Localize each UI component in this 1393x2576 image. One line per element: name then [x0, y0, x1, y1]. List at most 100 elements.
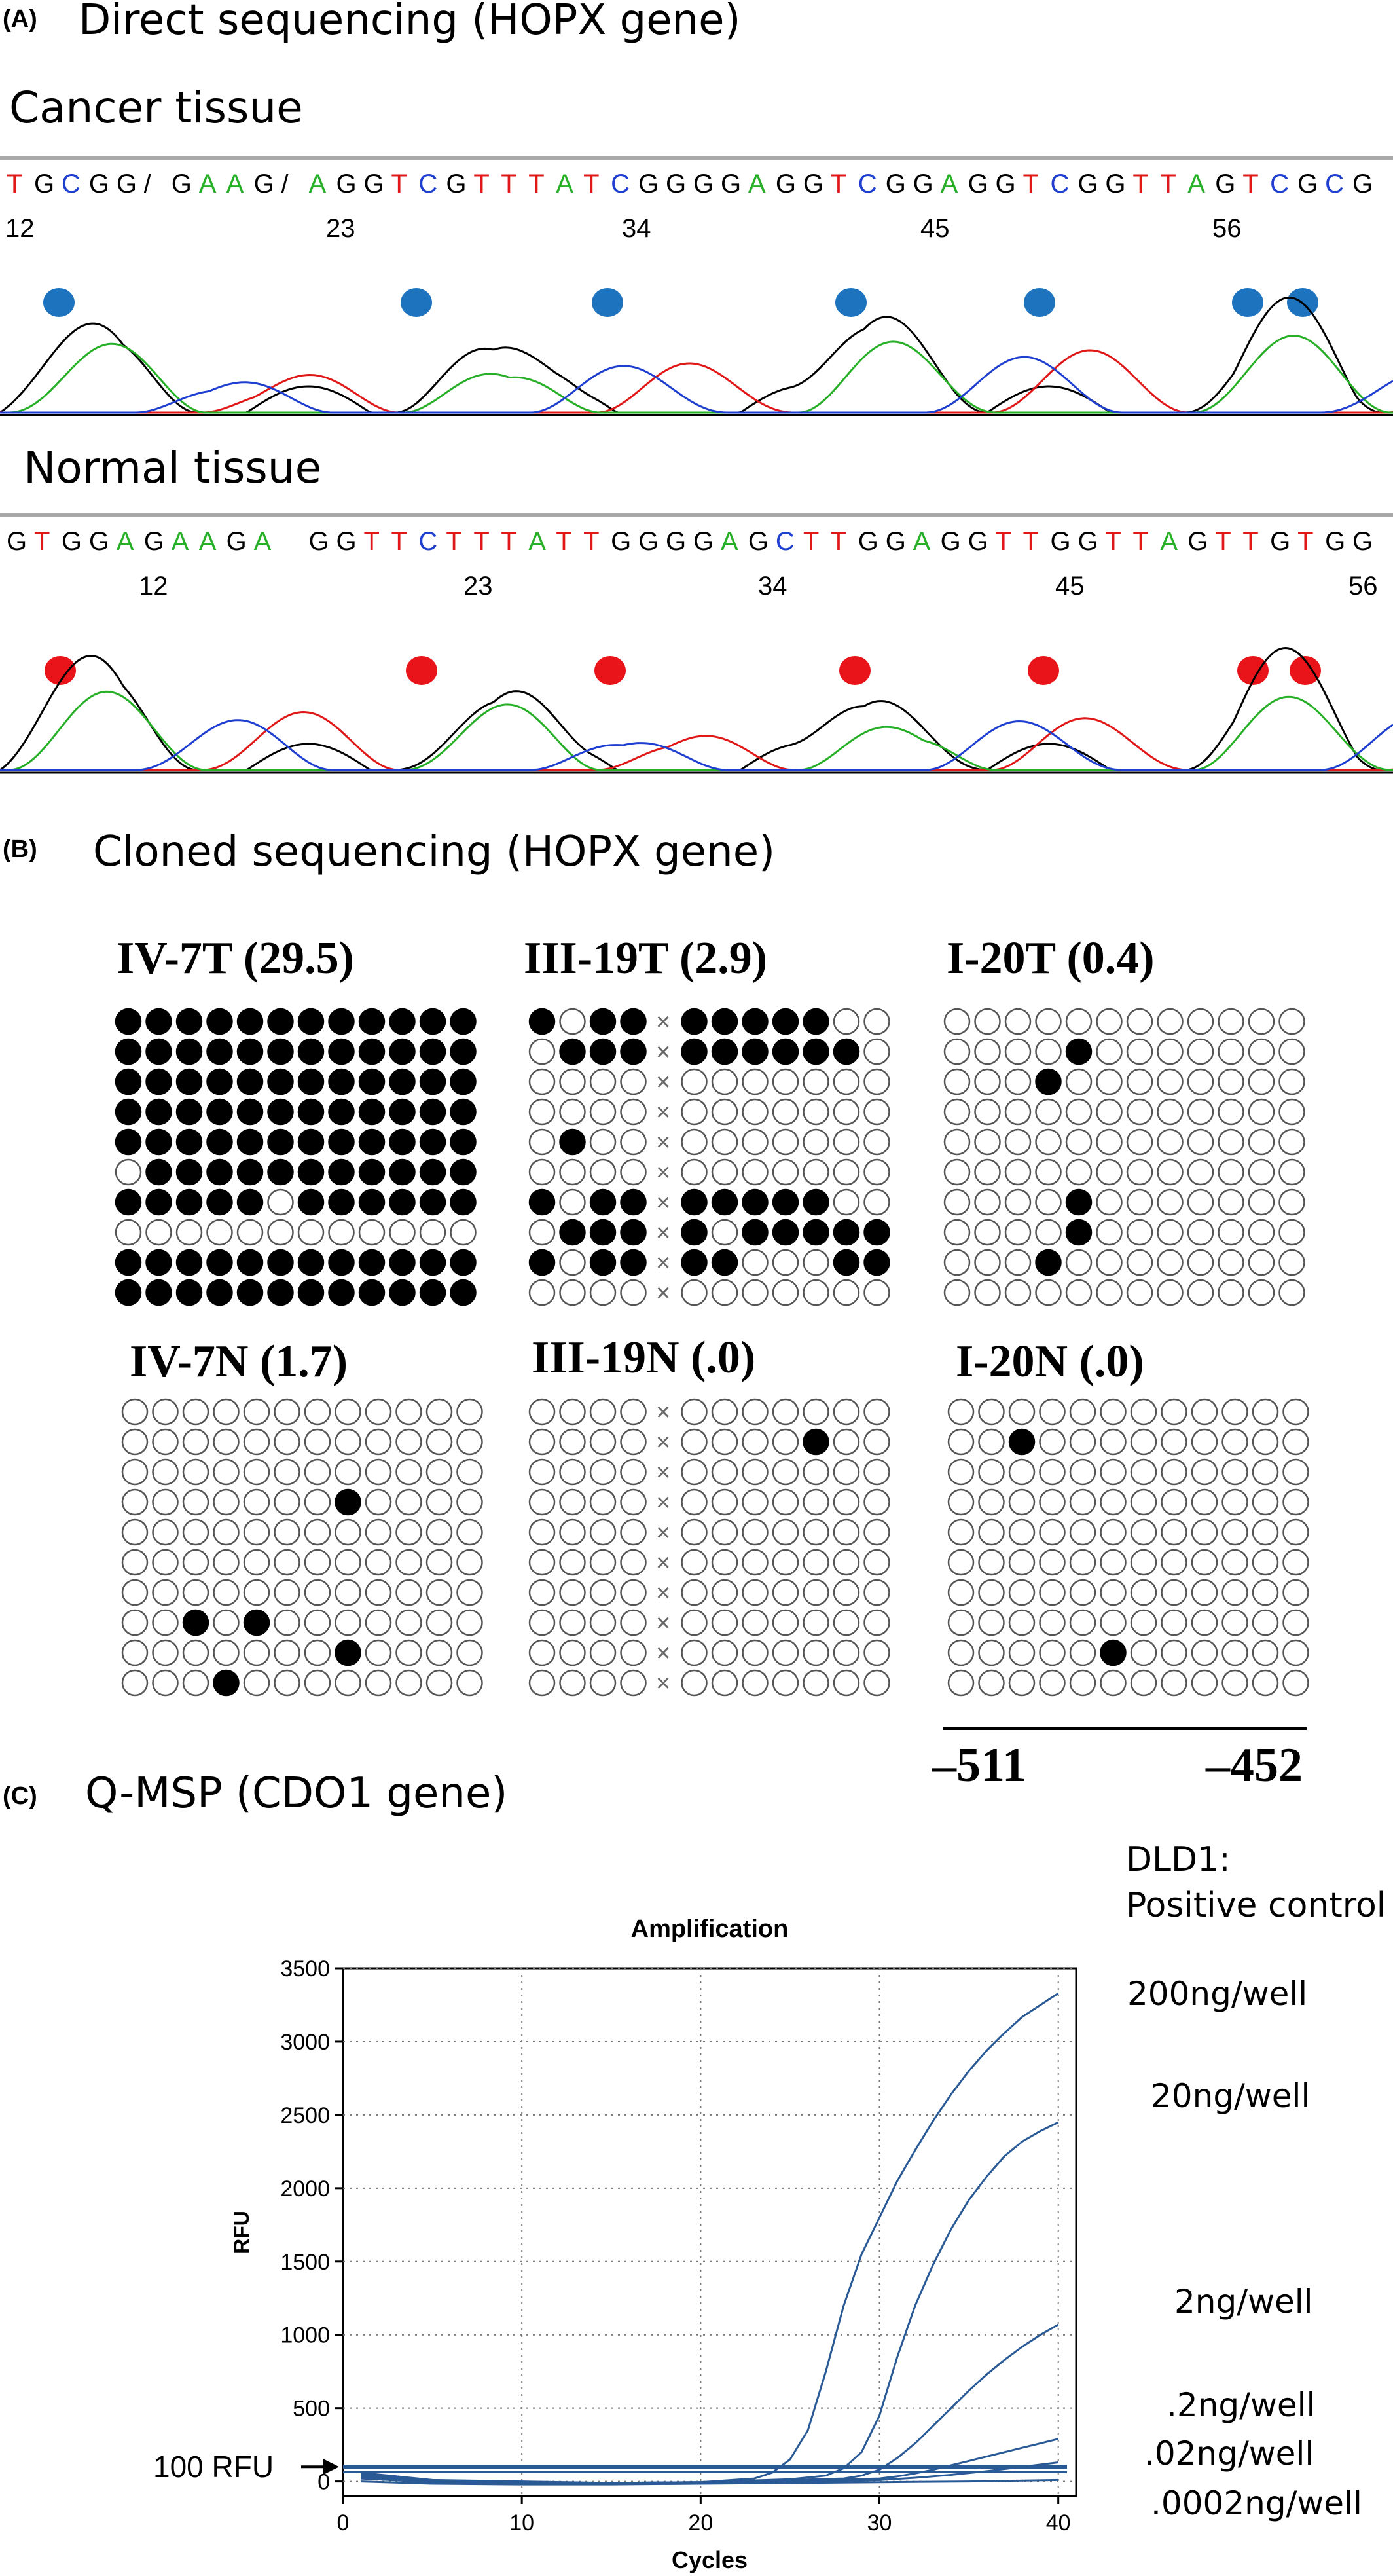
- unmethylated-cpg: [236, 1219, 264, 1246]
- unmethylated-cpg: [1218, 1249, 1244, 1276]
- unmethylated-cpg: [425, 1579, 453, 1606]
- cancer-cpg-marker: [401, 288, 432, 317]
- unmethylated-cpg: [803, 1488, 829, 1516]
- unmethylated-cpg: [711, 1279, 738, 1306]
- unmethylated-cpg: [335, 1609, 361, 1636]
- methylated-cpg: [267, 1068, 294, 1095]
- cancer-base: T: [473, 170, 489, 198]
- unmethylated-cpg: [182, 1669, 209, 1697]
- unmethylated-cpg: [1191, 1488, 1218, 1516]
- unmethylated-cpg: [243, 1398, 270, 1426]
- normal-top-bar: [0, 513, 1393, 517]
- unmethylated-cpg: [528, 1068, 556, 1095]
- unmethylated-cpg: [1157, 1008, 1184, 1035]
- unmethylated-cpg: [863, 1669, 890, 1697]
- unmethylated-cpg: [1069, 1488, 1096, 1516]
- unmethylated-cpg: [589, 1128, 617, 1156]
- methylated-cpg: [175, 1038, 203, 1065]
- unmethylated-cpg: [711, 1639, 738, 1666]
- cancer-base: G: [1077, 170, 1098, 198]
- unmethylated-cpg: [152, 1488, 179, 1516]
- cancer-base: G: [254, 170, 274, 198]
- unmethylated-cpg: [1252, 1639, 1279, 1666]
- unmethylated-cpg: [152, 1428, 179, 1456]
- unmethylated-cpg: [681, 1098, 708, 1126]
- unmethylated-cpg: [742, 1579, 769, 1606]
- cancer-base: A: [309, 170, 327, 198]
- unmethylated-cpg: [1035, 1098, 1062, 1126]
- y-tick-label: 2500: [280, 2103, 330, 2128]
- unmethylated-cpg: [803, 1158, 829, 1186]
- unmethylated-cpg: [1130, 1488, 1157, 1516]
- unmethylated-cpg: [267, 1219, 294, 1246]
- unmethylated-cpg: [803, 1669, 829, 1697]
- methylated-cpg: [115, 1038, 142, 1065]
- unmethylated-cpg: [947, 1639, 975, 1666]
- unmethylated-cpg: [620, 1068, 647, 1095]
- methylated-cpg: [145, 1158, 172, 1186]
- unmethylated-cpg: [711, 1128, 738, 1156]
- unmethylated-cpg: [978, 1488, 1005, 1516]
- unmethylated-cpg: [213, 1518, 240, 1546]
- unmethylated-cpg: [863, 1549, 890, 1576]
- methylated-cpg: [450, 1008, 477, 1035]
- unmethylated-cpg: [121, 1639, 149, 1666]
- unmethylated-cpg: [1157, 1249, 1184, 1276]
- methylated-cpg: [175, 1128, 203, 1156]
- methylated-cpg: [419, 1279, 446, 1306]
- unmethylated-cpg: [943, 1008, 971, 1035]
- unmethylated-cpg: [1096, 1188, 1123, 1216]
- normal-base: G: [941, 527, 961, 556]
- methylation-lollipop-grids: ××××××××××××××××××××: [115, 1008, 1309, 1697]
- unmethylated-cpg: [681, 1669, 708, 1697]
- cancer-top-bar: [0, 156, 1393, 160]
- normal-base: G: [144, 527, 164, 556]
- methylated-cpg: [335, 1488, 361, 1516]
- unmeasured-cpg-mark: ×: [656, 1249, 670, 1277]
- unmethylated-cpg: [121, 1398, 149, 1426]
- cancer-position-label: 12: [5, 214, 35, 243]
- methylated-cpg: [589, 1008, 617, 1035]
- unmethylated-cpg: [528, 1609, 556, 1636]
- plot-frame: [342, 1967, 1077, 2497]
- unmethylated-cpg: [304, 1549, 331, 1576]
- unmethylated-cpg: [772, 1249, 799, 1276]
- unmethylated-cpg: [1221, 1428, 1248, 1456]
- unmethylated-cpg: [1187, 1098, 1214, 1126]
- methylated-cpg: [206, 1249, 233, 1276]
- unmethylated-cpg: [1157, 1068, 1184, 1095]
- methylated-cpg: [115, 1128, 142, 1156]
- unmethylated-cpg: [1008, 1639, 1036, 1666]
- unmethylated-cpg: [620, 1639, 647, 1666]
- unmethylated-cpg: [1039, 1639, 1066, 1666]
- unmethylated-cpg: [742, 1609, 769, 1636]
- unmethylated-cpg: [833, 1158, 860, 1186]
- unmethylated-cpg: [559, 1158, 586, 1186]
- unmethylated-cpg: [559, 1428, 586, 1456]
- y-tick-label: 3000: [280, 2030, 330, 2055]
- cancer-base: T: [1023, 170, 1039, 198]
- unmeasured-cpg-mark: ×: [656, 1459, 670, 1486]
- unmethylated-cpg: [681, 1279, 708, 1306]
- normal-cpg-marker: [406, 656, 437, 685]
- normal-position-label: 34: [758, 572, 787, 600]
- unmethylated-cpg: [1065, 1249, 1093, 1276]
- methylated-cpg: [681, 1038, 708, 1065]
- unmethylated-cpg: [1096, 1068, 1123, 1095]
- unmethylated-cpg: [833, 1549, 860, 1576]
- unmethylated-cpg: [1008, 1549, 1036, 1576]
- unmethylated-cpg: [681, 1128, 708, 1156]
- unmethylated-cpg: [243, 1488, 270, 1516]
- unmethylated-cpg: [559, 1518, 586, 1546]
- unmethylated-cpg: [803, 1639, 829, 1666]
- unmethylated-cpg: [1252, 1458, 1279, 1486]
- unmethylated-cpg: [274, 1549, 300, 1576]
- cancer-base: G: [913, 170, 933, 198]
- normal-base: G: [748, 527, 769, 556]
- unmethylated-cpg: [1130, 1428, 1157, 1456]
- methylated-cpg: [389, 1279, 416, 1306]
- cancer-base: T: [583, 170, 599, 198]
- unmeasured-cpg-mark: ×: [656, 1219, 670, 1247]
- methylated-cpg: [559, 1128, 586, 1156]
